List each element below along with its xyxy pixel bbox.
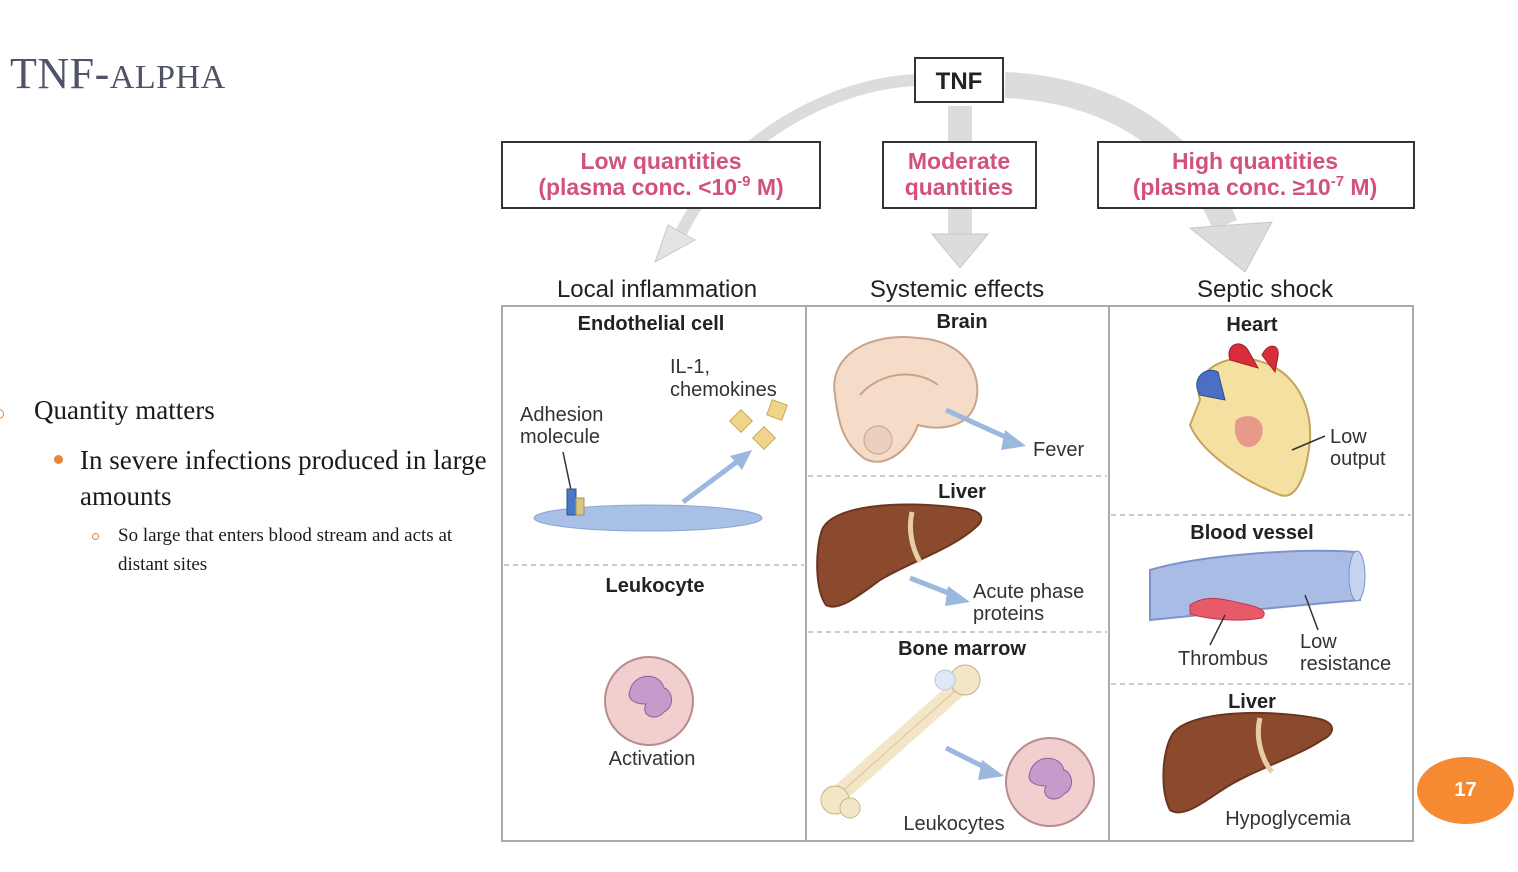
arrow-head-low-icon xyxy=(654,224,697,264)
leukocytes-label: Leukocytes xyxy=(903,813,1004,835)
adhesion-molecule-icon xyxy=(566,488,577,516)
adhesion-label: Adhesion xyxy=(520,404,603,426)
low-quantities-line1: Low quantities xyxy=(581,148,742,174)
liver-label: Liver xyxy=(938,481,986,503)
bullet-level-2: In severe infections produced in large a… xyxy=(80,445,487,511)
low-resistance-label: Low xyxy=(1300,631,1337,653)
effects-grid xyxy=(501,305,1414,842)
panel-bone-marrow: Bone marrow Leukocytes xyxy=(820,638,1095,835)
bullet-level-1: Quantity matters xyxy=(34,395,215,425)
activation-label: Activation xyxy=(609,748,696,770)
title-main: TNF- xyxy=(10,49,110,98)
blood-vessel-label: Blood vessel xyxy=(1190,522,1313,544)
liver-septic-label: Liver xyxy=(1228,691,1276,713)
bullet-level-3: So large that enters blood stream and ac… xyxy=(118,525,453,575)
panel-endothelial-cell: Endothelial cell IL-1, chemokines Adhesi… xyxy=(520,313,788,532)
leukocyte-label: Leukocyte xyxy=(606,575,705,597)
high-quantities-line2: (plasma conc. ≥10-7 M) xyxy=(1133,173,1378,200)
leukocytes-arrow-icon xyxy=(978,760,1004,780)
molecule-label: molecule xyxy=(520,426,600,448)
chemokine-particle-icon xyxy=(728,408,754,434)
thrombus-label: Thrombus xyxy=(1178,648,1268,670)
arrow-head-moderate-icon xyxy=(930,233,990,269)
fever-label: Fever xyxy=(1033,439,1084,461)
outcome-systemic-effects: Systemic effects xyxy=(870,276,1044,303)
leukocyte-nucleus-icon xyxy=(628,675,672,718)
panel-heart: Heart Low output xyxy=(1188,314,1386,497)
low-quantities-line2: (plasma conc. <10-9 M) xyxy=(538,173,783,200)
outcome-local-inflammation: Local inflammation xyxy=(557,276,757,303)
panel-liver-septic: Liver Hypoglycemia xyxy=(1162,691,1352,830)
moderate-quantities-box xyxy=(882,141,1037,209)
panel-leukocyte: Leukocyte Activation xyxy=(604,575,705,770)
panel-blood-vessel: Blood vessel Thrombus Low resistance xyxy=(1149,522,1391,675)
moderate-line1: Moderate xyxy=(908,148,1010,174)
endothelial-cell-label: Endothelial cell xyxy=(578,313,725,335)
output-label: output xyxy=(1330,448,1386,470)
moderate-line2: quantities xyxy=(905,174,1014,200)
resistance-label: resistance xyxy=(1300,653,1391,675)
il1-label: IL-1, xyxy=(670,356,710,378)
bullet-dot-icon xyxy=(54,455,63,464)
title-rest: ALPHA xyxy=(109,59,226,96)
acute-phase-label: Acute phase xyxy=(973,581,1084,603)
liver-icon xyxy=(816,503,983,608)
chemokines-label: chemokines xyxy=(670,379,777,401)
high-quantities-line1: High quantities xyxy=(1172,148,1338,174)
brain-label: Brain xyxy=(936,311,987,333)
outcome-septic-shock: Septic shock xyxy=(1197,276,1334,303)
secretion-arrow-icon xyxy=(730,450,752,470)
brain-icon xyxy=(833,336,979,463)
proteins-label: proteins xyxy=(973,603,1044,625)
low-quantities-box xyxy=(501,141,821,209)
bone-marrow-label: Bone marrow xyxy=(898,638,1026,660)
arrow-head-high-icon xyxy=(1188,221,1273,273)
low-output-label: Low xyxy=(1330,426,1367,448)
panel-brain: Brain Fever xyxy=(833,311,1084,463)
acute-phase-arrow-icon xyxy=(945,586,970,606)
endothelial-cell-icon xyxy=(533,504,763,532)
high-quantities-box xyxy=(1097,141,1415,209)
bullet-small-circle-icon xyxy=(92,533,99,540)
hypoglycemia-label: Hypoglycemia xyxy=(1225,808,1351,830)
tnf-label: TNF xyxy=(936,68,983,95)
thrombus-icon xyxy=(1189,597,1265,621)
tnf-box xyxy=(914,57,1004,103)
page-number-badge: 17 xyxy=(1417,757,1514,824)
panel-liver-systemic: Liver Acute phase proteins xyxy=(816,481,1084,625)
heart-label: Heart xyxy=(1226,314,1277,336)
liver-septic-icon xyxy=(1162,711,1333,814)
slide-title: TNF-ALPHA xyxy=(10,48,226,99)
fever-arrow-icon xyxy=(1001,430,1026,450)
